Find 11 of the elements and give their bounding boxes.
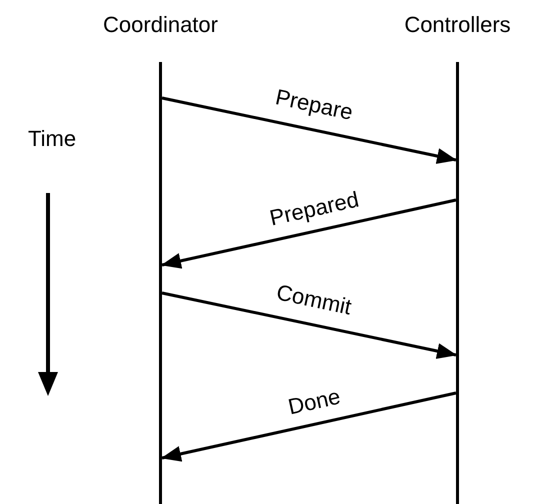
edge-label: Prepared	[266, 186, 361, 231]
edge-label: Done	[285, 383, 342, 420]
message-arrow	[161, 392, 456, 462]
message-arrow	[161, 198, 456, 269]
message-arrow	[162, 96, 457, 164]
axis-label: Time	[28, 126, 76, 152]
edge-label: Prepare	[273, 84, 356, 126]
participant-label: Controllers	[404, 12, 511, 38]
participant-label: Coordinator	[103, 12, 218, 38]
message-arrow	[162, 292, 457, 359]
edge-label: Commit	[274, 279, 354, 321]
